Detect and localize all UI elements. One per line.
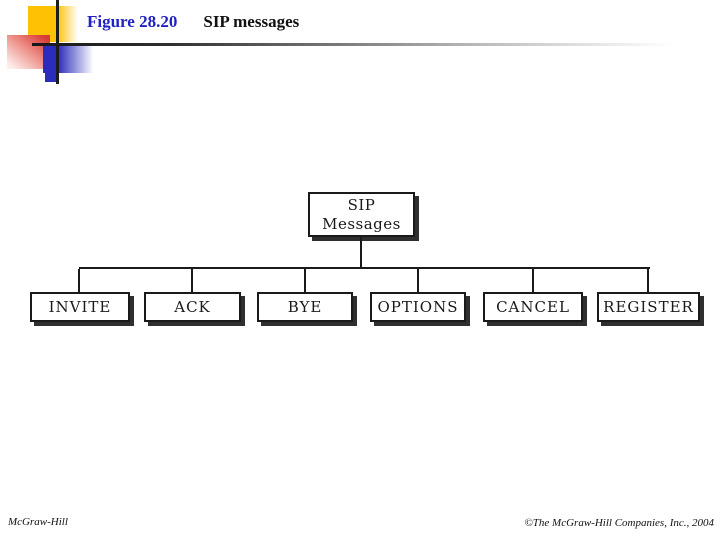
root-node-label-line2: Messages — [322, 215, 401, 233]
footer-publisher: McGraw-Hill — [8, 516, 68, 528]
logo-blue-square-foot-icon — [45, 73, 57, 82]
diagram-node-register: REGISTER — [597, 292, 700, 322]
page-title: SIP messages — [203, 12, 300, 31]
diagram-node-cancel: CANCEL — [483, 292, 583, 322]
connector-root-stem — [360, 237, 362, 267]
diagram-node-root: SIP Messages — [308, 192, 415, 237]
connector-drop-cancel — [532, 269, 534, 292]
connector-drop-ack — [191, 269, 193, 292]
diagram-node-options: OPTIONS — [370, 292, 466, 322]
footer-copyright: ©The McGraw-Hill Companies, Inc., 2004 — [524, 517, 714, 529]
logo-blue-square-icon — [43, 45, 95, 73]
slide-header: Figure 28.20 SIP messages — [87, 12, 299, 32]
connector-drop-bye — [304, 269, 306, 292]
header-divider-line — [32, 43, 700, 46]
connector-horizontal-rail — [79, 267, 650, 269]
diagram-node-ack: ACK — [144, 292, 241, 322]
figure-number-label: Figure 28.20 — [87, 12, 178, 31]
logo-red-square-icon — [7, 35, 50, 69]
logo-vertical-line — [56, 0, 59, 84]
diagram-node-invite: INVITE — [30, 292, 130, 322]
root-node-label-line1: SIP — [347, 196, 376, 214]
connector-drop-register — [647, 269, 649, 292]
connector-drop-invite — [78, 269, 80, 292]
diagram-node-bye: BYE — [257, 292, 353, 322]
connector-drop-options — [417, 269, 419, 292]
